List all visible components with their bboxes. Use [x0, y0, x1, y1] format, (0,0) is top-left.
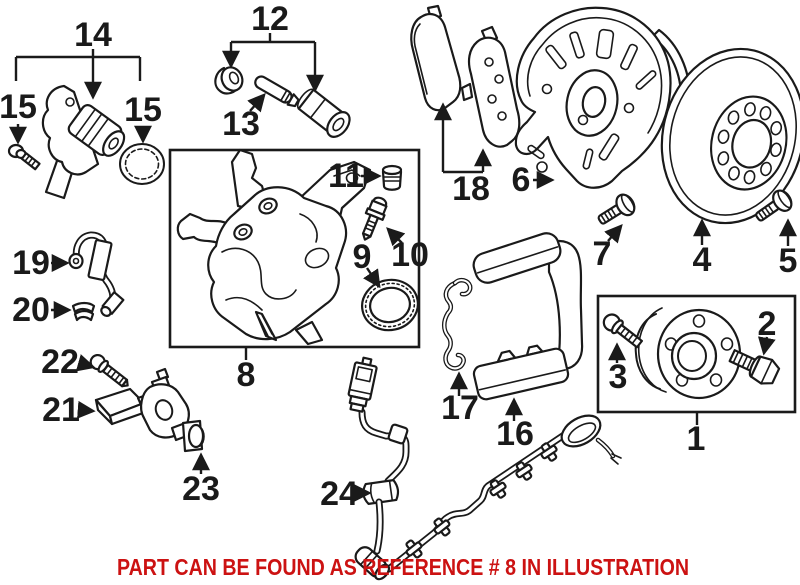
part-22-bolt-drawing: [89, 353, 129, 388]
callout-part-1: 1: [687, 420, 706, 458]
leader-7: [604, 223, 623, 244]
part-21-abs-sensor-drawing: [94, 367, 194, 442]
callout-part-15-right: 15: [124, 91, 162, 129]
callout-part-12: 12: [251, 0, 289, 38]
callout-part-13: 13: [222, 105, 260, 143]
part-14-actuator-drawing: [41, 84, 126, 200]
callout-part-8: 8: [237, 356, 256, 394]
leader-14: [14, 49, 142, 81]
caliper-box-frame: [168, 148, 421, 349]
part-16-caliper-carrier-drawing: [472, 232, 584, 401]
callout-part-3: 3: [609, 358, 628, 396]
part-20-clip-drawing: [71, 301, 96, 322]
callout-part-18: 18: [452, 170, 490, 208]
harness-connector: [347, 356, 378, 413]
part-1-hub-group: [596, 294, 797, 414]
part-2-bolt-drawing: [728, 349, 781, 385]
callout-part-21: 21: [42, 391, 80, 429]
part-15-screw-drawing: [7, 143, 41, 171]
part-3-screw-drawing: [602, 313, 643, 349]
callout-part-9: 9: [353, 238, 372, 276]
part-10-bleeder-screw-drawing: [361, 196, 388, 241]
callout-part-16: 16: [496, 415, 534, 453]
callout-part-24: 24: [320, 475, 358, 513]
callout-part-2: 2: [758, 305, 777, 343]
part-6-splash-shield-drawing: [514, 6, 692, 189]
leader-10: [386, 227, 406, 247]
part-17-retaining-spring-drawing: [441, 277, 473, 371]
callout-labels: 14 15 15 12 13 11 10 9 8 18 6 7 4 5 2 3 …: [0, 0, 797, 513]
callout-part-15-left: 15: [0, 88, 37, 126]
callout-part-22: 22: [41, 343, 79, 381]
leader-21: [77, 400, 96, 419]
part-9-seal-ring-drawing: [361, 278, 419, 332]
callout-part-10: 10: [391, 236, 429, 274]
callout-part-14: 14: [74, 16, 112, 54]
callout-part-23: 23: [182, 470, 220, 508]
leader-12: [231, 33, 315, 44]
callout-part-4: 4: [693, 241, 712, 279]
part-12-bushing-drawing: [296, 88, 351, 138]
part-12-cap-drawing: [214, 66, 244, 95]
part-7-screw-drawing: [597, 193, 636, 225]
callout-part-11: 11: [328, 157, 364, 195]
part-4-brake-rotor-drawing: [660, 47, 800, 225]
callout-part-5: 5: [779, 242, 798, 280]
part-18-brake-pads-drawing: [410, 4, 521, 148]
callout-part-19: 19: [12, 244, 50, 282]
callout-part-17: 17: [441, 389, 479, 427]
part-11-dust-cap-drawing: [381, 164, 403, 191]
leader-13: [247, 92, 266, 113]
harness-sensor-tip: [354, 546, 391, 581]
leader-2: [757, 336, 776, 356]
part-8-caliper-drawing: [176, 148, 372, 346]
callout-part-7: 7: [593, 235, 612, 273]
leader-9: [363, 267, 381, 289]
callout-part-6: 6: [512, 161, 531, 199]
callout-part-20: 20: [12, 291, 50, 329]
leader-lines: [9, 33, 797, 502]
part-8-caliper-group: [168, 148, 421, 349]
part-19-brake-hose-drawing: [68, 231, 125, 317]
part-15-oring-drawing: [119, 143, 165, 185]
part-23-cap-drawing: [181, 419, 205, 453]
part-24-harness-drawing: [347, 356, 622, 581]
part-5-screw-drawing: [755, 189, 793, 222]
leader-22: [75, 354, 96, 372]
caption-text: PART CAN BE FOUND AS REFERENCE # 8 IN IL…: [117, 554, 689, 580]
part-13-guide-pin-drawing: [254, 75, 300, 108]
part-1-wheel-hub-drawing: [634, 307, 742, 400]
